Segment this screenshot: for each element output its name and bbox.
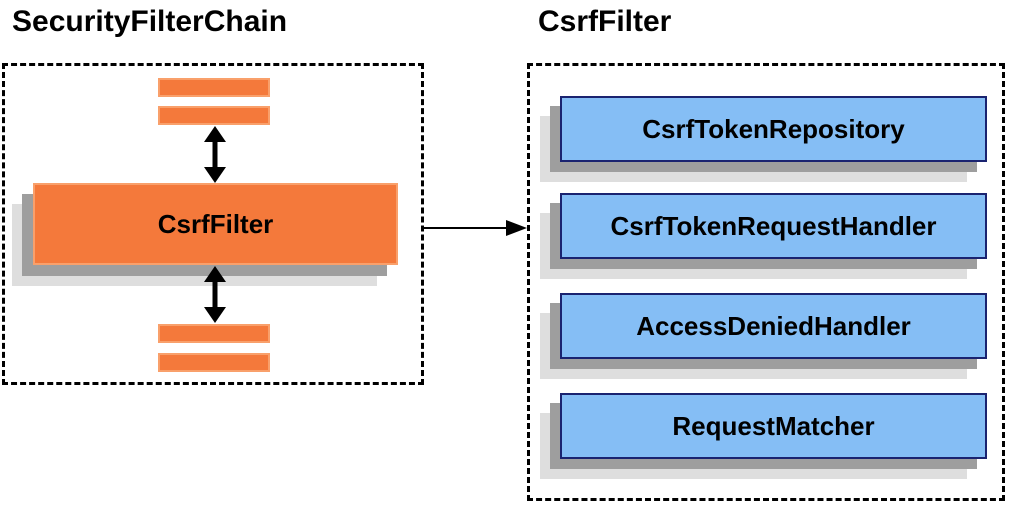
component-box-csrf-token-request-handler: CsrfTokenRequestHandler bbox=[560, 193, 987, 259]
component-label: CsrfTokenRepository bbox=[642, 113, 905, 144]
component-label: CsrfTokenRequestHandler bbox=[610, 210, 937, 241]
filter-placeholder-bar bbox=[158, 353, 270, 372]
bidirectional-arrow-icon bbox=[204, 266, 226, 323]
flow-arrow-icon bbox=[424, 220, 527, 236]
filter-placeholder-bar bbox=[158, 106, 270, 125]
csrf-filter-box-label: CsrfFilter bbox=[157, 208, 274, 239]
component-label: AccessDeniedHandler bbox=[636, 310, 911, 341]
csrf-filter-box: CsrfFilter bbox=[33, 183, 398, 265]
filter-placeholder-bar bbox=[158, 78, 270, 97]
filter-placeholder-bar bbox=[158, 324, 270, 343]
component-label: RequestMatcher bbox=[672, 410, 875, 441]
security-filter-chain-title: SecurityFilterChain bbox=[12, 5, 288, 38]
csrf-filter-title: CsrfFilter bbox=[538, 5, 672, 38]
bidirectional-arrow-icon bbox=[204, 126, 226, 183]
component-box-csrf-token-repository: CsrfTokenRepository bbox=[560, 96, 987, 162]
security-filter-chain-container bbox=[2, 63, 424, 385]
component-box-request-matcher: RequestMatcher bbox=[560, 393, 987, 459]
component-box-access-denied-handler: AccessDeniedHandler bbox=[560, 293, 987, 359]
csrf-filter-container bbox=[527, 63, 1005, 501]
